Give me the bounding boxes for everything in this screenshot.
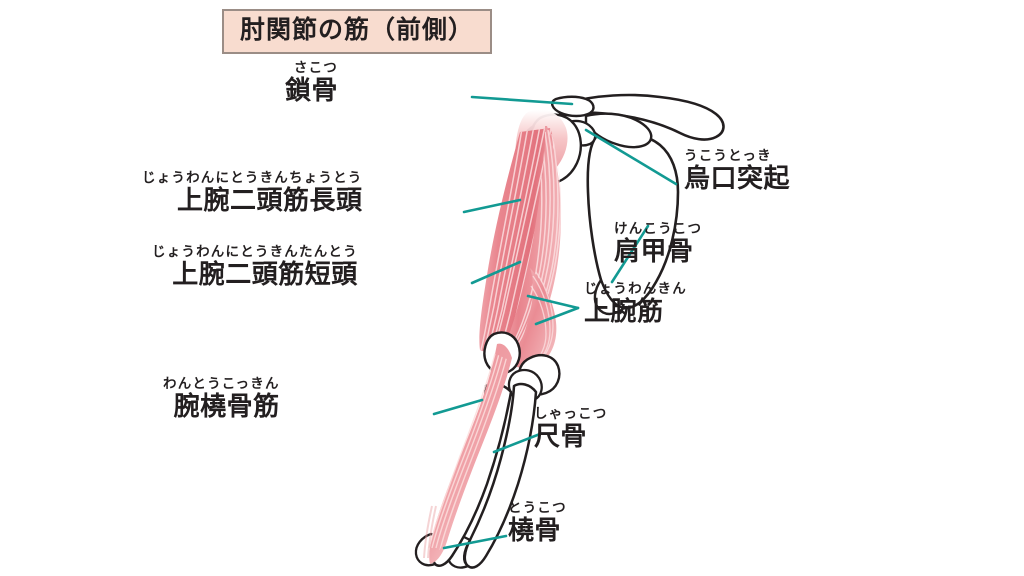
label-brachioradialis-furigana: わんとうこっきん: [163, 376, 280, 392]
leader-line-clavicle: [470, 95, 574, 106]
brachioradialis-tendon: [423, 505, 437, 559]
label-coracoid-process-name: 烏口突起: [684, 163, 791, 194]
label-biceps-long-head-furigana: じょうわんにとうきんちょうとう: [142, 170, 363, 186]
label-brachialis-furigana: じょうわんきん: [584, 281, 687, 297]
label-biceps-short-head-name: 上腕二頭筋短頭: [172, 259, 358, 290]
label-scapula-name: 肩甲骨: [614, 236, 694, 267]
label-ulna-name: 尺骨: [534, 421, 588, 452]
leader-line-ulna: [492, 432, 542, 454]
label-clavicle-furigana: さこつ: [293, 60, 339, 76]
label-clavicle-name: 鎖骨: [285, 75, 339, 106]
label-coracoid-process: うこうとっき 烏口突起: [684, 148, 791, 194]
label-biceps-short-head-furigana: じょうわんにとうきんたんとう: [152, 244, 358, 260]
label-brachialis: じょうわんきん 上腕筋: [584, 281, 687, 327]
brachioradialis-muscle: [428, 343, 512, 564]
label-coracoid-process-furigana: うこうとっき: [684, 148, 772, 164]
leader-line-brachialis-a: [526, 294, 580, 310]
label-clavicle: さこつ 鎖骨: [285, 60, 339, 106]
label-radius-furigana: とうこつ: [508, 500, 567, 516]
label-brachioradialis-name: 腕橈骨筋: [173, 391, 280, 422]
leader-line-biceps-short: [470, 260, 522, 285]
label-biceps-long-head: じょうわんにとうきんちょうとう 上腕二頭筋長頭: [142, 170, 363, 216]
label-radius-name: 橈骨: [508, 515, 562, 546]
label-scapula: けんこうこつ 肩甲骨: [614, 221, 703, 267]
label-radius: とうこつ 橈骨: [508, 500, 567, 546]
label-brachialis-name: 上腕筋: [584, 296, 664, 327]
page-title-text: 肘関節の筋（前側）: [240, 15, 475, 44]
page-title: 肘関節の筋（前側）: [222, 9, 493, 54]
leader-line-radius: [442, 534, 508, 550]
label-ulna-furigana: しゃっこつ: [534, 406, 608, 422]
label-biceps-long-head-name: 上腕二頭筋長頭: [176, 185, 363, 216]
clavicle-bone: [550, 93, 725, 141]
label-scapula-furigana: けんこうこつ: [614, 221, 703, 237]
label-biceps-short-head: じょうわんにとうきんたんとう 上腕二頭筋短頭: [152, 244, 358, 290]
label-ulna: しゃっこつ 尺骨: [534, 406, 608, 452]
leader-line-brachioradialis: [432, 398, 484, 416]
leader-line-brachialis-b: [534, 306, 580, 326]
leader-line-biceps-long: [462, 198, 522, 214]
label-brachioradialis: わんとうこっきん 腕橈骨筋: [163, 376, 280, 422]
leader-line-scapula: [610, 224, 650, 284]
scapula-bone: [584, 112, 680, 316]
leader-line-coracoid: [584, 128, 678, 186]
